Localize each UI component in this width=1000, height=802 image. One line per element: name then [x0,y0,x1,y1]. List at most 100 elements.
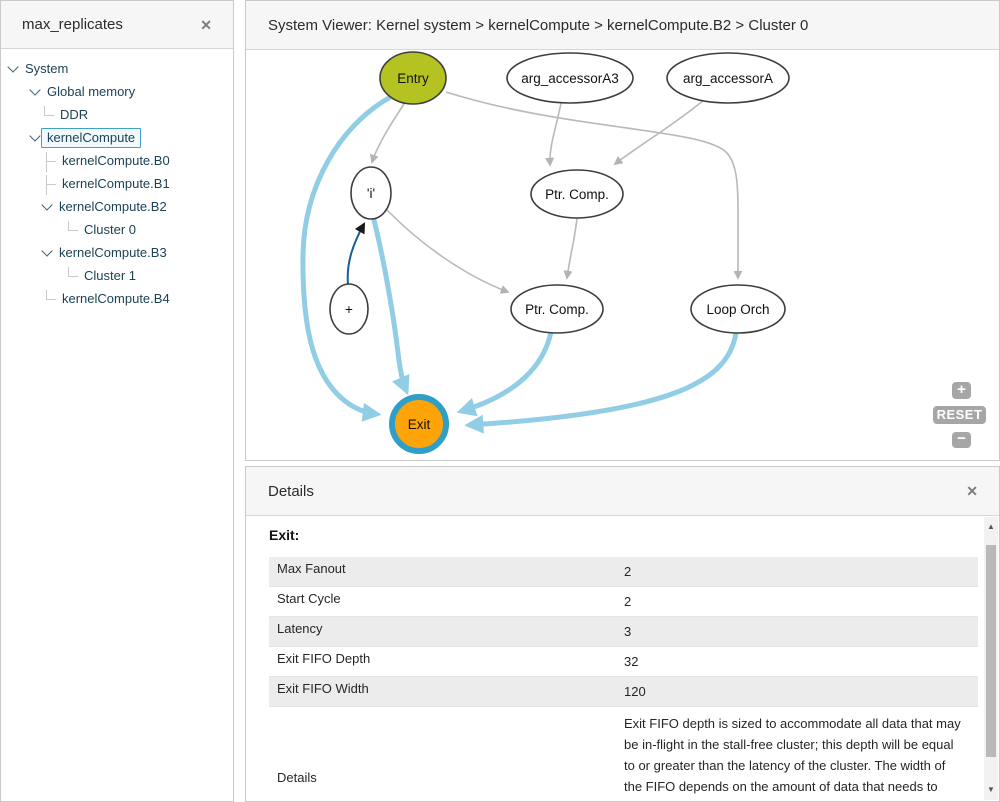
tree-connector-icon [68,266,78,277]
tree-item-kernelcompute-b3[interactable]: kernelCompute.B3 [1,241,233,264]
graph-node-label: arg_accessorA [683,71,773,86]
edge-arg-accessora3-to-ptr-comp [545,102,562,167]
graph-node-plus[interactable]: + [329,283,369,335]
table-row: Details Exit FIFO depth is sized to acco… [269,707,978,800]
scroll-down-icon[interactable]: ▼ [987,785,995,794]
edge-i-to-exit [371,217,410,396]
edge-arg-accessora-to-ptr-comp [613,99,705,166]
graph-node-i[interactable]: 'i' [350,166,392,220]
tree-item-ddr[interactable]: DDR [1,103,233,126]
details-heading: Exit: [269,527,300,543]
tree-item-label[interactable]: kernelCompute.B2 [59,199,167,214]
graph-node-entry[interactable]: Entry [379,51,447,105]
tree-item-kernelcompute-b2[interactable]: kernelCompute.B2 [1,195,233,218]
close-icon[interactable]: ✕ [200,16,212,33]
scrollbar-thumb[interactable] [986,545,996,757]
tree-connector-icon [46,174,56,195]
tree-item-kernelcompute-b4[interactable]: kernelCompute.B4 [1,287,233,310]
details-content: Exit: Max Fanout 2 Start Cycle 2 Latency… [247,517,984,800]
tree-item-label[interactable]: kernelCompute.B3 [59,245,167,260]
tree-item-label-selected[interactable]: kernelCompute [41,127,142,148]
graph-node-label: Ptr. Comp. [525,302,589,317]
graph-node-label: Exit [408,417,431,432]
graph-node-ptr-comp-upper[interactable]: Ptr. Comp. [530,169,624,219]
details-panel: Details ✕ Exit: Max Fanout 2 Start Cycle… [245,466,1000,802]
row-label: Exit FIFO Width [277,681,369,696]
table-row: Exit FIFO Depth 32 [269,647,978,677]
table-row: Exit FIFO Width 120 [269,677,978,707]
tree-connector-icon [44,105,54,116]
graph-node-label: Loop Orch [706,302,769,317]
chevron-down-icon[interactable] [29,83,41,96]
table-row: Start Cycle 2 [269,587,978,617]
tree-item-kernelcompute[interactable]: kernelCompute [1,126,233,149]
system-viewer-breadcrumb: System Viewer: Kernel system > kernelCom… [268,16,809,34]
tree-item-kernelcompute-b0[interactable]: kernelCompute.B0 [1,149,233,172]
tree-item-label[interactable]: kernelCompute.B4 [62,291,170,306]
row-label: Start Cycle [277,591,341,606]
row-value: 2 [624,564,632,579]
graph-node-exit[interactable]: Exit [389,394,449,454]
tree-item-global-memory[interactable]: Global memory [1,80,233,103]
close-icon[interactable]: ✕ [966,483,978,499]
details-panel-header: Details ✕ [246,467,999,516]
chevron-down-icon[interactable] [29,129,41,142]
zoom-out-button[interactable]: − [952,431,971,448]
edge-entry-to-loop-orch [445,91,743,280]
hierarchy-panel: max_replicates ✕ System Global memory DD… [0,0,234,802]
chevron-down-icon[interactable] [41,244,53,257]
row-value: 3 [624,624,632,639]
graph-node-loop-orch[interactable]: Loop Orch [690,284,786,334]
row-value: 32 [624,654,639,669]
tree-item-label[interactable]: DDR [60,107,89,122]
graph-canvas[interactable]: Entry arg_accessorA3 arg_accessorA 'i' [246,50,999,460]
tree-item-cluster-0[interactable]: Cluster 0 [1,218,233,241]
edge-entry-to-i [370,100,407,164]
tree-item-label[interactable]: Global memory [47,84,136,99]
graph-svg: Entry arg_accessorA3 arg_accessorA 'i' [300,51,790,454]
edge-i-to-ptr-comp [385,208,510,294]
tree-item-label[interactable]: kernelCompute.B1 [62,176,170,191]
tree-connector-icon [46,289,56,300]
edge-entry-to-exit [300,95,392,422]
row-label: Latency [277,621,323,636]
edge-loop-orch-to-exit [464,330,739,434]
table-row: Max Fanout 2 [269,557,978,587]
graph-node-arg-accessora3[interactable]: arg_accessorA3 [506,52,634,104]
tree-item-system[interactable]: System [1,57,233,80]
graph-node-label: + [345,302,353,317]
graph-node-label: Ptr. Comp. [545,187,609,202]
tree-item-label[interactable]: Cluster 0 [84,222,137,237]
row-label: Details [277,769,317,785]
zoom-in-button[interactable]: + [952,382,971,399]
tree-item-kernelcompute-b1[interactable]: kernelCompute.B1 [1,172,233,195]
row-label: Exit FIFO Depth [277,651,371,666]
zoom-reset-button[interactable]: RESET [933,406,986,424]
hierarchy-panel-header: max_replicates ✕ [1,1,233,49]
graph-node-label: 'i' [367,186,375,201]
tree-item-label[interactable]: kernelCompute.B0 [62,153,170,168]
tree-connector-icon [46,151,56,172]
tree-connector-icon [68,220,78,231]
edge-plus-to-i [346,222,366,285]
chevron-down-icon[interactable] [41,198,53,211]
system-viewer-panel: System Viewer: Kernel system > kernelCom… [245,0,1000,461]
row-value: 2 [624,594,632,609]
system-viewer-header: System Viewer: Kernel system > kernelCom… [246,1,999,50]
row-label: Max Fanout [277,561,346,576]
details-scrollbar[interactable]: ▲ ▼ [984,517,998,800]
details-panel-title: Details [268,482,314,500]
tree-item-label[interactable]: Cluster 1 [84,268,137,283]
scroll-up-icon[interactable]: ▲ [987,522,995,531]
graph-node-label: Entry [397,71,429,86]
tree-item-label[interactable]: System [25,61,69,76]
graph-node-ptr-comp-lower[interactable]: Ptr. Comp. [510,284,604,334]
chevron-down-icon[interactable] [7,60,19,73]
edge-ptr-comp-to-ptr-comp [563,217,578,280]
row-value: 120 [624,684,646,699]
graph-node-arg-accessora[interactable]: arg_accessorA [666,52,790,104]
edge-ptr-comp-to-exit [456,329,554,417]
row-value: Exit FIFO depth is sized to accommodate … [624,716,961,794]
tree-item-cluster-1[interactable]: Cluster 1 [1,264,233,287]
